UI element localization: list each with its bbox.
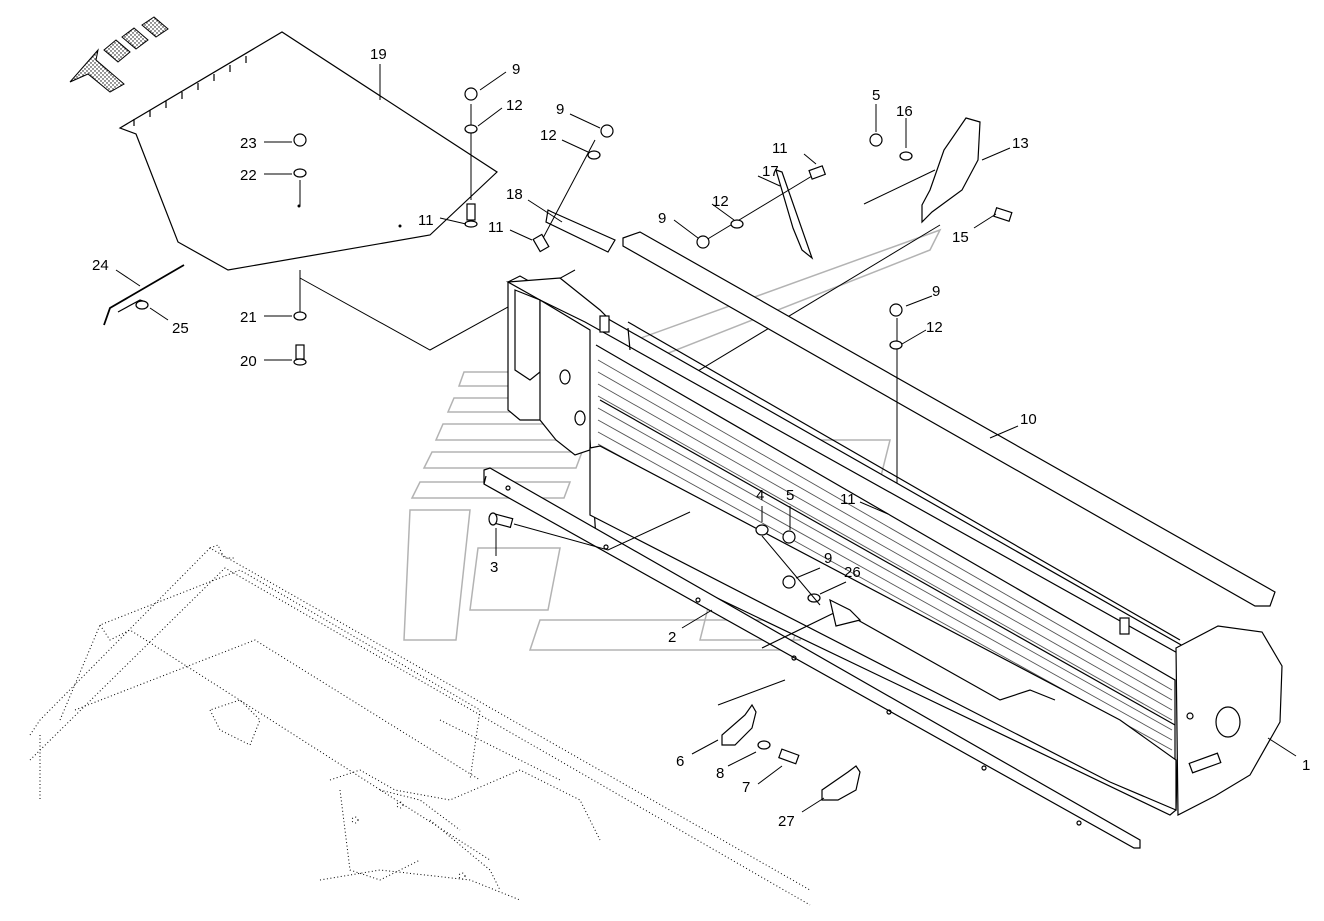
callout-2: 2 bbox=[668, 629, 676, 646]
callout-9: 9 bbox=[932, 283, 940, 300]
callout-5: 5 bbox=[786, 487, 794, 504]
callout-12: 12 bbox=[712, 193, 729, 210]
callout-12: 12 bbox=[926, 319, 943, 336]
part-7-bolt bbox=[778, 748, 800, 765]
part-2-lower-plate bbox=[483, 467, 1141, 849]
callout-11: 11 bbox=[488, 219, 504, 236]
callout-9: 9 bbox=[556, 101, 564, 118]
callout-6: 6 bbox=[676, 753, 684, 770]
part-6-bracket bbox=[717, 679, 786, 746]
callout-20: 20 bbox=[240, 353, 257, 370]
callout-5: 5 bbox=[872, 87, 880, 104]
part-10-strip bbox=[622, 231, 1276, 607]
callout-9: 9 bbox=[658, 210, 666, 227]
callout-10: 10 bbox=[1020, 411, 1037, 428]
callout-4: 4 bbox=[756, 487, 764, 504]
part-24-25-pin-clip bbox=[103, 264, 185, 326]
callout-13: 13 bbox=[1012, 135, 1029, 152]
hardware-cluster-center bbox=[755, 524, 862, 627]
callout-3: 3 bbox=[490, 559, 498, 576]
callout-7: 7 bbox=[742, 779, 750, 796]
part-17-blade bbox=[775, 169, 814, 260]
callout-23: 23 bbox=[240, 135, 257, 152]
part-18-strip bbox=[545, 209, 616, 253]
part-1-main-drum bbox=[505, 275, 1283, 816]
callout-12: 12 bbox=[540, 127, 557, 144]
callout-18: 18 bbox=[506, 186, 523, 203]
callout-27: 27 bbox=[778, 813, 795, 830]
part-3-bolt bbox=[488, 511, 691, 551]
callout-12: 12 bbox=[506, 97, 523, 114]
callout-22: 22 bbox=[240, 167, 257, 184]
callout-24: 24 bbox=[92, 257, 109, 274]
callout-17: 17 bbox=[762, 163, 779, 180]
callout-11: 11 bbox=[772, 140, 788, 157]
callout-9: 9 bbox=[824, 550, 832, 567]
hardware-18 bbox=[532, 124, 614, 253]
callout-15: 15 bbox=[952, 229, 969, 246]
callout-leaders bbox=[115, 64, 1297, 813]
callout-8: 8 bbox=[716, 765, 724, 782]
callout-25: 25 bbox=[172, 320, 189, 337]
hardware-17 bbox=[696, 165, 827, 249]
hardware-stack-guard bbox=[293, 87, 478, 366]
callout-11: 11 bbox=[418, 212, 434, 229]
callout-11: 11 bbox=[840, 491, 856, 508]
machine-frame-background bbox=[29, 544, 811, 906]
callout-19: 19 bbox=[370, 46, 387, 63]
part-27-bracket bbox=[821, 765, 861, 801]
callout-1: 1 bbox=[1302, 757, 1310, 774]
callout-9: 9 bbox=[512, 61, 520, 78]
part-8-washer bbox=[757, 740, 771, 750]
callout-labels: 1 2 3 4 5 5 6 7 8 9 9 9 9 9 10 11 11 11 … bbox=[92, 46, 1310, 830]
callout-21: 21 bbox=[240, 309, 257, 326]
callout-26: 26 bbox=[844, 564, 861, 581]
direction-arrow-icon bbox=[69, 16, 169, 93]
callout-16: 16 bbox=[896, 103, 913, 120]
part-19-guard-plate bbox=[118, 31, 498, 271]
